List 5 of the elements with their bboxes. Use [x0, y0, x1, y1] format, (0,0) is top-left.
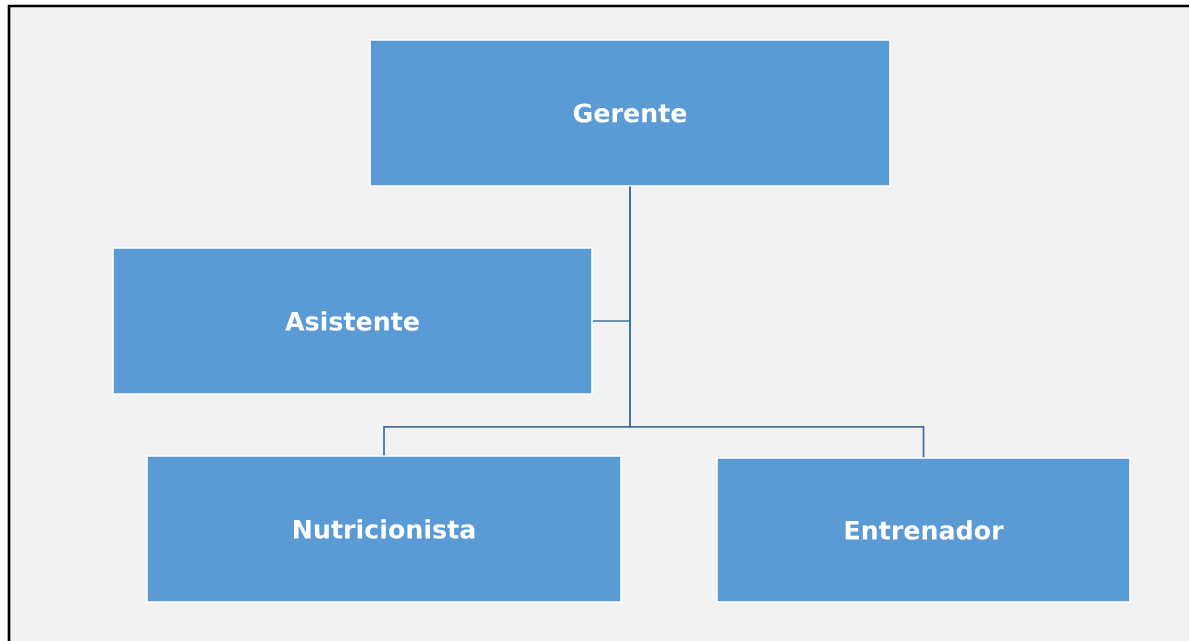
org-box: Nutricionista [146, 455, 622, 603]
org-box: Gerente [369, 39, 891, 187]
org-box: Asistente [112, 247, 593, 395]
connector-line [629, 185, 925, 459]
org-box: Entrenador [716, 457, 1131, 603]
